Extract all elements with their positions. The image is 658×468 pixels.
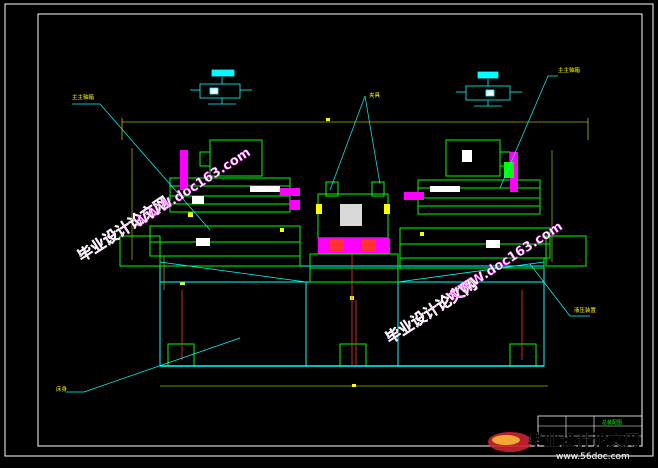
schematic-right	[456, 71, 522, 107]
outer-frame	[4, 3, 654, 457]
footer-logo: 毕业设计论文网 www.56doc.com	[488, 431, 640, 462]
dimension-overall-width	[121, 118, 589, 140]
label-fixture: 夹具	[369, 91, 381, 99]
watermark-4: WWW.doc163.com	[444, 219, 566, 306]
footer-watermark-cn: 毕业设计论文网	[528, 431, 640, 450]
svg-text:WWW.doc163.com: WWW.doc163.com	[132, 145, 253, 231]
footer-watermark-url: www.56doc.com	[556, 452, 630, 462]
left-spindle-assembly	[119, 139, 301, 267]
title-block: 总装配图	[537, 415, 643, 447]
machine-bed	[159, 240, 545, 367]
right-spindle-assembly	[399, 139, 587, 269]
leader-lines	[66, 75, 590, 393]
label-spindle-box-right: 主主轴箱	[558, 66, 581, 74]
center-fixture	[309, 181, 399, 283]
schematic-left	[190, 69, 252, 105]
label-hydraulic-device: 液压装置	[574, 306, 597, 314]
title-block-drawing-name: 总装配图	[602, 419, 622, 426]
svg-text:WWW.doc163.com: WWW.doc163.com	[444, 219, 565, 305]
inner-frame	[37, 13, 643, 447]
dimension-lines	[131, 148, 553, 387]
label-spindle-box-left: 主主轴箱	[72, 93, 95, 101]
slide-guides	[159, 261, 545, 283]
watermark-2: WWW.doc163.com	[132, 145, 254, 232]
label-bed: 床身	[56, 385, 68, 393]
